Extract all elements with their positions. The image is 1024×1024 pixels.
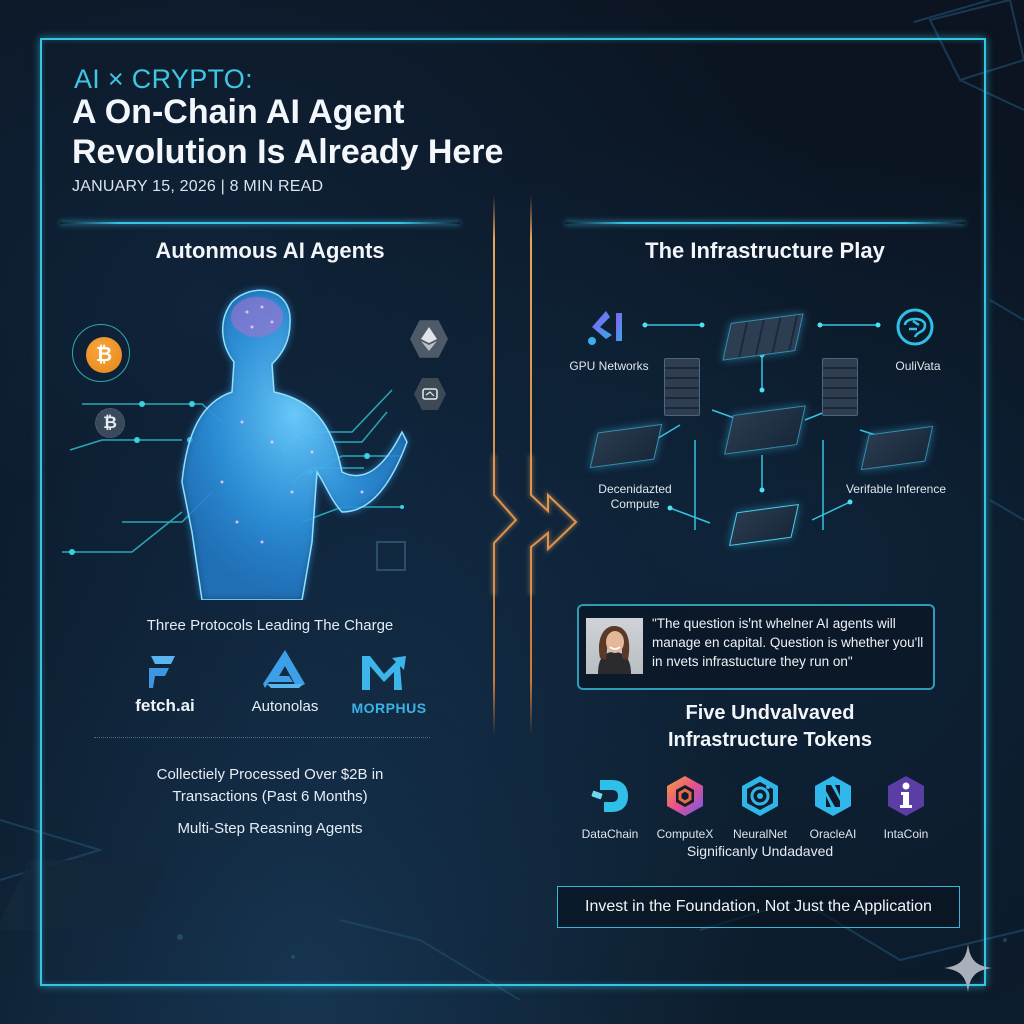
protocol-name: Autonolas bbox=[251, 698, 319, 715]
neuralnet-icon bbox=[742, 776, 778, 816]
server-left-icon bbox=[664, 358, 700, 416]
brain-icon bbox=[231, 297, 283, 337]
protocol-fetch-ai[interactable]: fetch.ai bbox=[130, 650, 220, 720]
node-label-verifiable-inference: Verifable Inference bbox=[845, 482, 947, 496]
network-hex-icon bbox=[414, 378, 446, 410]
intacoin-icon bbox=[888, 776, 924, 816]
cta-banner[interactable]: Invest in the Foundation, Not Just the A… bbox=[557, 886, 960, 928]
autonolas-logo bbox=[263, 650, 305, 688]
stat-line-1: Collectiely Processed Over $2B in bbox=[156, 766, 384, 783]
server-right-icon bbox=[822, 358, 858, 416]
bitcoin-coin-ring bbox=[72, 324, 130, 382]
title-line-1: A On-Chain AI Agent bbox=[72, 93, 405, 131]
protocols-divider bbox=[94, 737, 430, 738]
protocol-autonolas[interactable]: Autonolas bbox=[240, 646, 330, 720]
transactions-stat: Collectiely Processed Over $2B in Transa… bbox=[60, 764, 480, 808]
center-arrow-divider bbox=[492, 195, 579, 735]
token-name: ComputeX bbox=[656, 827, 714, 841]
token-name: DataChain bbox=[581, 827, 639, 841]
tokens-title: Five Undvalvaved Infrastructure Tokens bbox=[667, 702, 873, 751]
protocol-name: MORPHUS bbox=[351, 700, 427, 716]
right-section-divider bbox=[565, 222, 965, 224]
article-meta: JANUARY 15, 2026 | 8 MIN READ bbox=[72, 178, 324, 195]
title-line-2: Revolution Is Already Here bbox=[72, 133, 504, 171]
right-section-title: The Infrastructure Play bbox=[645, 238, 885, 263]
node-label-gpu-networks: GPU Networks bbox=[569, 359, 649, 373]
token-name: NeuralNet bbox=[732, 827, 788, 841]
token-name: OracleAI bbox=[809, 827, 857, 841]
token-intacoin[interactable]: IntaCoin bbox=[874, 774, 938, 841]
ai-agent-figure: ₿ ₿ bbox=[62, 282, 480, 600]
token-name: IntaCoin bbox=[883, 827, 929, 841]
node-label-decentralized-compute: Decenidazted Compute bbox=[598, 482, 672, 511]
node-label-oulivata: OuliVata bbox=[895, 359, 941, 373]
quote-text: "The question isꞌnt whelner AI agents wi… bbox=[652, 616, 924, 669]
hologram-figure bbox=[62, 289, 408, 600]
computex-icon bbox=[667, 776, 703, 816]
sparkle-icon bbox=[944, 944, 992, 992]
bitcoin-muted-icon: ₿ bbox=[95, 408, 125, 438]
token-datachain[interactable]: DataChain bbox=[578, 774, 642, 841]
person-avatar bbox=[586, 618, 643, 674]
tokens-subtitle: Significanly Undadaved bbox=[686, 843, 834, 859]
protocol-morphus[interactable]: MORPHUS bbox=[344, 650, 434, 720]
token-neuralnet[interactable]: NeuralNet bbox=[728, 774, 792, 841]
token-oracleai[interactable]: OracleAI bbox=[801, 774, 865, 841]
brain-icon bbox=[896, 308, 934, 346]
stat-line-2: Transactions (Past 6 Months) bbox=[172, 788, 368, 805]
bitcoin-icon: ₿ bbox=[86, 337, 122, 373]
article-kicker: AI × CRYPTO: bbox=[74, 64, 253, 94]
protocol-name: fetch.ai bbox=[135, 696, 195, 715]
protocols-heading: Three Protocols Leading The Charge bbox=[146, 617, 394, 634]
reasoning-agents-stat: Multi-Step Reasning Agents bbox=[177, 820, 363, 837]
ethereum-icon bbox=[410, 320, 448, 358]
gpu-networks-icon bbox=[588, 311, 622, 345]
left-section-divider bbox=[60, 222, 460, 224]
outer-frame bbox=[40, 38, 986, 986]
article-title: A On-Chain AI Agent Revolution Is Alread… bbox=[72, 92, 503, 172]
datachain-icon bbox=[591, 780, 628, 812]
fetch-ai-logo bbox=[149, 656, 175, 688]
left-section-title: Autonmous AI Agents bbox=[155, 238, 385, 263]
oracleai-icon bbox=[815, 776, 851, 816]
morphus-logo bbox=[362, 656, 406, 690]
token-computex[interactable]: ComputeX bbox=[653, 774, 717, 841]
